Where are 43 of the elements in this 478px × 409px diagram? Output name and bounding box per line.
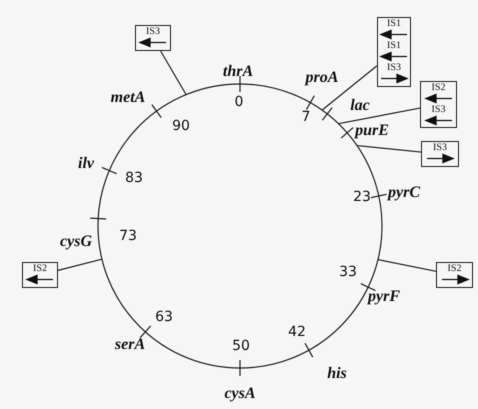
- gene-label: his: [327, 365, 347, 383]
- gene-label: cysG: [60, 233, 92, 251]
- leader-line: [58, 258, 102, 271]
- map-position: 23: [353, 189, 371, 205]
- map-position: 90: [172, 118, 190, 134]
- element-label: IS2: [33, 264, 47, 274]
- gene-label: serA: [114, 336, 146, 354]
- element-label: IS2: [448, 264, 462, 274]
- element-label: IS3: [146, 27, 160, 37]
- insertion-sequence-box: [421, 141, 459, 167]
- map-position: 73: [119, 228, 137, 244]
- map-position: 33: [339, 264, 357, 280]
- leader-line: [356, 144, 422, 153]
- gene-label: pyrC: [388, 184, 420, 202]
- map-position: 50: [232, 338, 250, 354]
- gene-label: lac: [350, 97, 370, 115]
- leader-line: [378, 259, 436, 272]
- element-label: IS3: [433, 143, 447, 153]
- gene-label: proA: [306, 69, 338, 87]
- element-label: IS1: [387, 41, 401, 51]
- gene-label: ilv: [78, 155, 94, 173]
- gene-label: thrA: [222, 63, 254, 81]
- insertion-sequence-box: [377, 17, 411, 87]
- map-position: 63: [155, 309, 173, 325]
- map-position: 7: [302, 109, 310, 125]
- gene-label: purE: [355, 122, 389, 140]
- element-label: IS2: [432, 83, 446, 93]
- insertion-sequence-box: [22, 262, 58, 288]
- gene-label: metA: [110, 89, 146, 107]
- map-position: 0: [234, 94, 244, 110]
- element-label: IS3: [387, 63, 401, 73]
- leader-line: [322, 65, 378, 111]
- leader-line: [338, 107, 420, 124]
- map-position: 42: [288, 324, 306, 340]
- insertion-sequence-box: [420, 81, 457, 128]
- element-label: IS3: [432, 105, 446, 115]
- element-label: IS1: [387, 19, 401, 29]
- gene-label: pyrF: [368, 288, 400, 306]
- map-position: 83: [125, 170, 143, 186]
- gene-label: cysA: [224, 385, 256, 403]
- leader-line: [160, 50, 187, 95]
- insertion-sequence-box: [436, 262, 473, 288]
- insertion-sequence-box: [135, 25, 171, 51]
